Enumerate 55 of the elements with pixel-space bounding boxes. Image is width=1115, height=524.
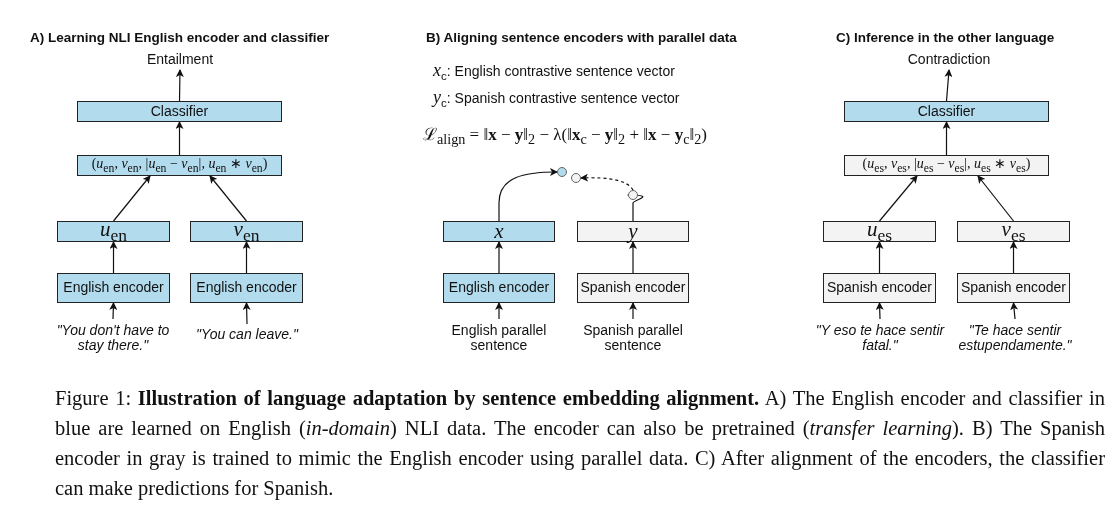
arrow: [629, 302, 637, 320]
arrow: [175, 121, 184, 156]
loss-formula: ℒ$_{align}$ = ‖x − y‖$_{2}$ − λ(‖x$_{c}$ − y‖$_{2}$ + ‖x − y$_{c}$‖$_{2}$): [423, 124, 707, 149]
input-sentence: "You can leave.": [182, 325, 312, 345]
arrow: [175, 69, 184, 102]
arrow: [498, 168, 558, 222]
arrow: [495, 241, 503, 274]
arrow: [1010, 302, 1019, 320]
figure-caption: Figure 1: Illustration of language adaptation by sentence embedding alignment. A) The English encoder and classifier in blue are learned on English (in-domain) NLI data. The encoder can also be pretrained (transfer learning). B) The Spanish encoder in gray is trained to mimic the English encoder using parallel data. C) After alignment of the encoders, the classifier can make predictions for Spanish.: [55, 386, 1105, 502]
feature-vector-box: (u$_{es}$, v$_{es}$, |u$_{es}$ − v$_{es}$|, u$_{es}$ ∗ v$_{es}$): [844, 155, 1049, 176]
vector-point: [571, 173, 581, 183]
embedding-box: u$_{en}$: [57, 221, 170, 242]
arrow: [875, 241, 884, 274]
panel-title: B) Aligning sentence encoders with parallel data: [426, 30, 737, 45]
output-label: Entailment: [130, 50, 230, 70]
encoder-box: Spanish encoder: [577, 273, 689, 303]
encoder-box: English encoder: [190, 273, 303, 303]
encoder-box: Spanish encoder: [823, 273, 936, 303]
encoder-box: English encoder: [443, 273, 555, 303]
embedding-box: u$_{es}$: [823, 221, 936, 242]
arrow: [875, 302, 884, 320]
legend-note: x$_{c}$: English contrastive sentence vector: [433, 60, 675, 82]
arrow: [944, 69, 953, 102]
legend-note: y$_{c}$: Spanish contrastive sentence vector: [433, 87, 680, 109]
input-sentence: English parallel sentence: [444, 320, 554, 356]
arrow: [977, 175, 1015, 222]
arrow: [495, 302, 503, 320]
encoder-box: English encoder: [57, 273, 170, 303]
input-sentence: Spanish parallel sentence: [578, 320, 688, 356]
panel-title: A) Learning NLI English encoder and classifier: [30, 30, 330, 45]
panel-title: C) Inference in the other language: [836, 30, 1055, 45]
classifier-box: Classifier: [77, 101, 282, 122]
classifier-box: Classifier: [844, 101, 1049, 122]
input-sentence: "Y eso te hace sentir fatal.": [810, 320, 950, 356]
arrow: [109, 241, 118, 274]
arrow: [942, 121, 951, 156]
arrow: [109, 302, 118, 320]
vector-point: [628, 190, 638, 200]
embedding-box: y: [577, 221, 689, 242]
vector-point: [557, 167, 567, 177]
arrow: [580, 173, 634, 191]
embedding-box: v$_{en}$: [190, 221, 303, 242]
arrow: [209, 175, 248, 222]
embedding-box: x: [443, 221, 555, 242]
arrow: [112, 175, 151, 222]
arrow: [242, 302, 251, 325]
feature-vector-box: (u$_{en}$, v$_{en}$, |u$_{en}$ − v$_{en}$|, u$_{en}$ ∗ v$_{en}$): [77, 155, 282, 176]
arrow: [629, 241, 637, 274]
arrow: [878, 175, 918, 222]
arrow: [1009, 241, 1018, 274]
output-label: Contradiction: [894, 50, 1004, 70]
embedding-box: v$_{es}$: [957, 221, 1070, 242]
input-sentence: "You don't have to stay there.": [48, 320, 178, 356]
encoder-box: Spanish encoder: [957, 273, 1070, 303]
arrow: [242, 241, 251, 274]
